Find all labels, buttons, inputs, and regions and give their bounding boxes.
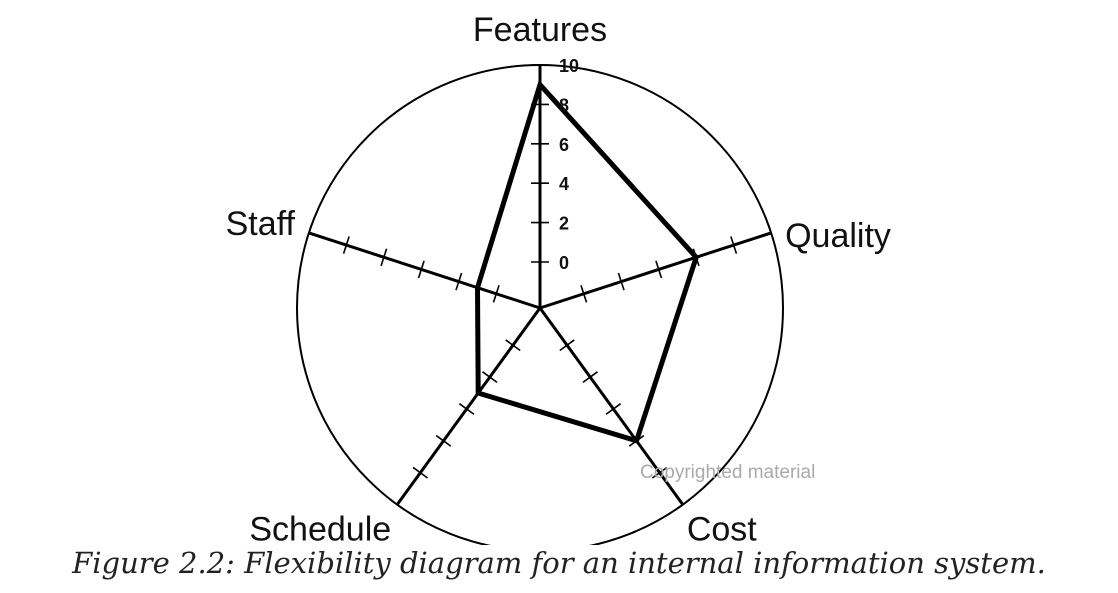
figure-caption: Figure 2.2: Flexibility diagram for an i…	[72, 546, 1046, 580]
axis-spoke-schedule	[395, 307, 542, 506]
tick-mark	[482, 371, 498, 384]
tick-value-label: 10	[559, 56, 579, 76]
axis-spoke-cost	[538, 307, 685, 506]
tick-mark	[412, 466, 429, 479]
tick-mark	[455, 272, 463, 291]
tick-mark	[655, 260, 663, 279]
axis-label-cost: Cost	[687, 511, 757, 545]
axis-label-quality: Quality	[785, 217, 891, 255]
tick-mark	[730, 236, 738, 254]
tick-mark	[342, 236, 350, 254]
tick-mark	[605, 403, 622, 415]
tick-mark	[389, 498, 405, 511]
tick-mark	[492, 284, 500, 303]
axis-label-features: Features	[473, 11, 607, 49]
data-polygon	[474, 79, 700, 444]
tick-mark	[651, 466, 668, 479]
tick-value-label: 6	[559, 135, 569, 155]
axes-layer	[308, 65, 772, 506]
tick-mark	[767, 224, 775, 242]
tick-mark	[617, 272, 625, 291]
tick-mark	[417, 260, 425, 279]
tick-mark	[435, 434, 452, 447]
axis-spoke-quality	[539, 231, 772, 310]
tick-mark	[380, 248, 388, 267]
axis-spoke-staff	[308, 231, 541, 310]
tick-mark	[675, 498, 691, 511]
tick-value-label: 0	[559, 253, 569, 273]
tick-mark	[505, 339, 521, 352]
tick-value-label: 4	[559, 174, 569, 194]
watermark: Copyrighted material	[640, 462, 815, 483]
tick-mark	[559, 339, 575, 352]
tick-mark	[582, 371, 598, 384]
axis-label-schedule: Schedule	[249, 511, 391, 545]
tick-mark	[458, 403, 475, 415]
tick-mark	[580, 284, 588, 303]
tick-values-layer: 0 2 4 6 8 10	[559, 56, 579, 273]
tick-value-label: 8	[559, 95, 569, 115]
axis-label-staff: Staff	[226, 205, 296, 243]
tick-value-label: 2	[559, 214, 569, 234]
tick-mark	[305, 224, 313, 242]
